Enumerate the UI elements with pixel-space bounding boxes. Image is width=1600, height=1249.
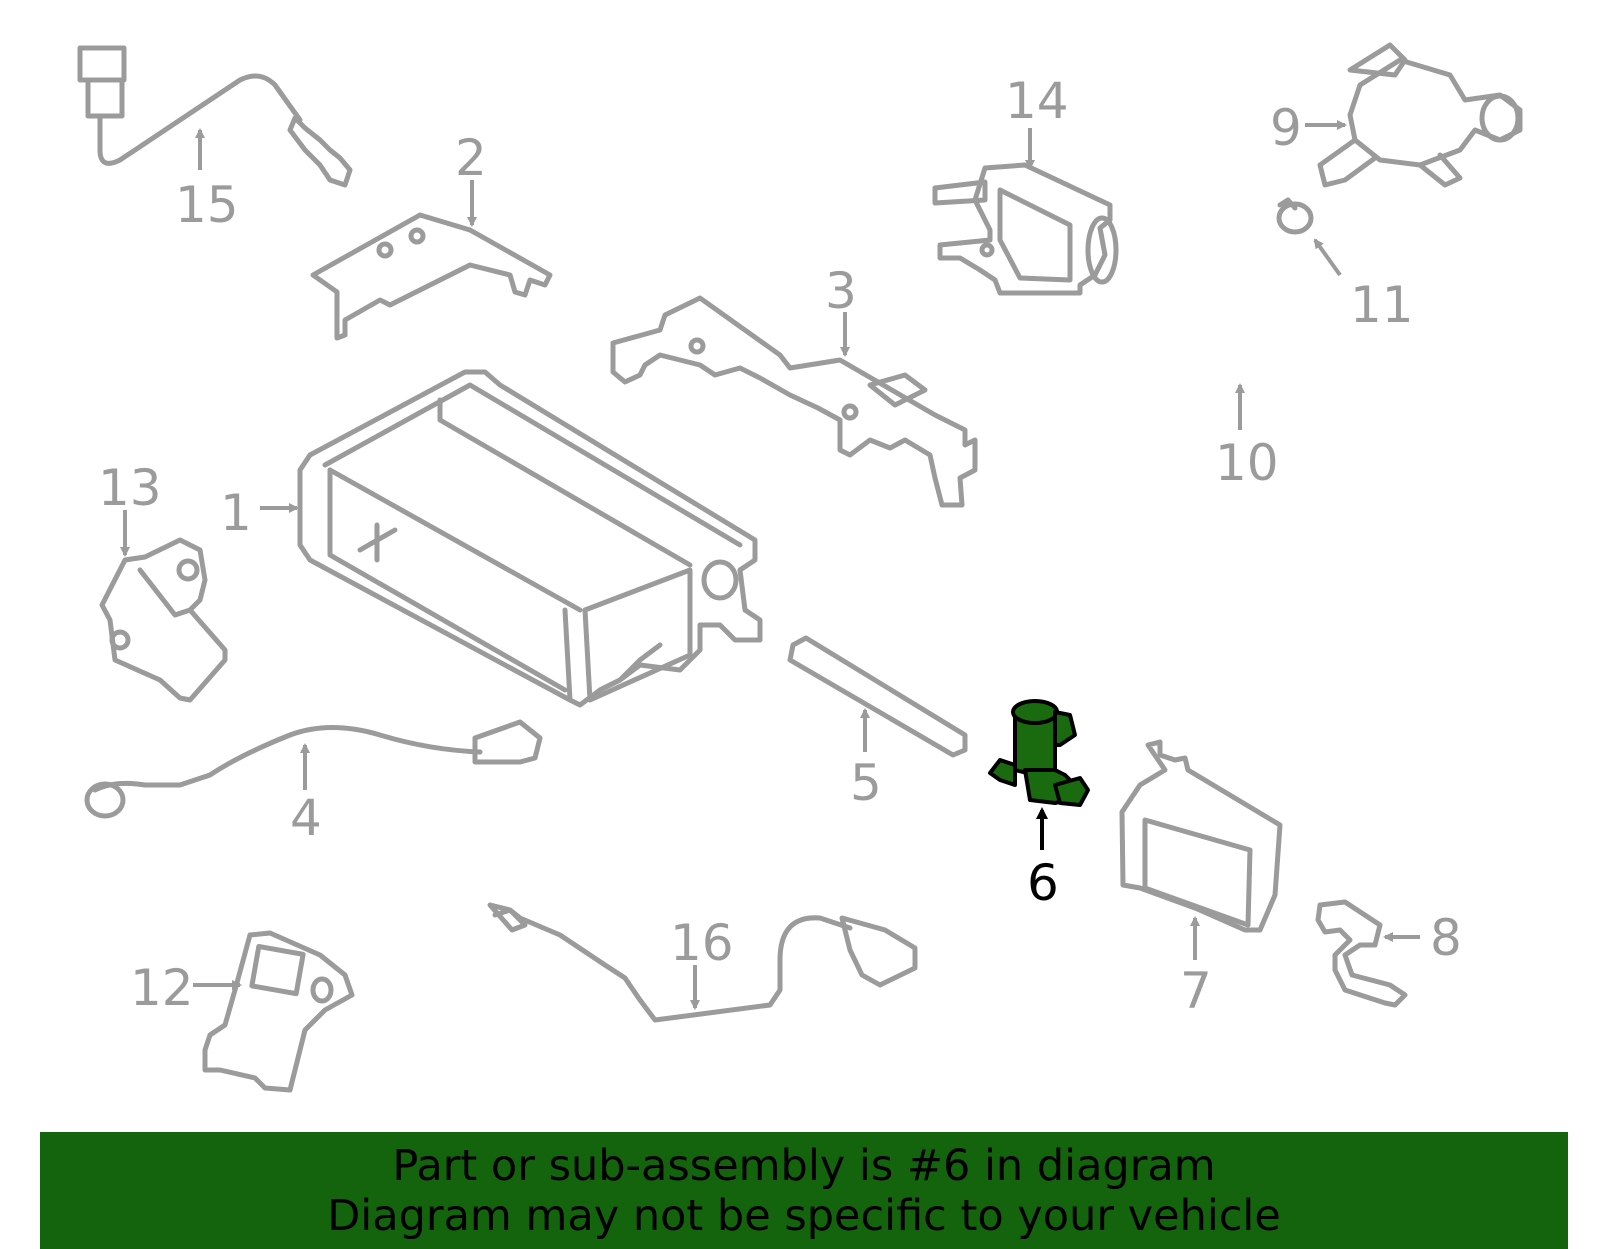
- part-11-clamp[interactable]: [1276, 197, 1314, 235]
- banner-line-1: Part or sub-assembly is #6 in diagram: [392, 1140, 1216, 1191]
- callout-14: 14: [1005, 72, 1069, 130]
- callout-8: 8: [1430, 909, 1462, 967]
- part-5-pipe[interactable]: [787, 635, 968, 758]
- part-2-bracket[interactable]: [310, 212, 553, 341]
- part-9-purge-valve[interactable]: [1317, 42, 1523, 188]
- part-1-canister[interactable]: [297, 369, 763, 708]
- callout-15: 15: [175, 176, 239, 234]
- part-3-bracket[interactable]: [610, 295, 978, 508]
- callout-10: 10: [1215, 434, 1279, 492]
- arrow-11: [1313, 238, 1342, 277]
- banner-line-2: Diagram may not be specific to your vehi…: [327, 1190, 1281, 1241]
- callout-12: 12: [130, 959, 194, 1017]
- callout-9: 9: [1270, 99, 1302, 157]
- part-16-oxygen-sensor[interactable]: [487, 902, 918, 1023]
- part-6-solenoid-valve[interactable]: [988, 699, 1090, 807]
- part-7-cover[interactable]: [1119, 739, 1283, 933]
- callout-11: 11: [1350, 276, 1414, 334]
- part-12-sensor-bracket[interactable]: [202, 930, 355, 1093]
- callout-13: 13: [98, 459, 162, 517]
- part-8-hose[interactable]: [1315, 899, 1408, 1008]
- info-banner: Part or sub-assembly is #6 in diagram Di…: [40, 1132, 1568, 1249]
- callout-5: 5: [850, 754, 882, 812]
- part-10-hose[interactable]: [1174, 244, 1341, 491]
- part-4-sensor-cable[interactable]: [84, 719, 543, 819]
- part-15-oxygen-sensor[interactable]: [77, 45, 353, 188]
- part-14-valve-assembly[interactable]: [932, 162, 1119, 296]
- callout-7: 7: [1180, 962, 1212, 1020]
- callout-2: 2: [455, 129, 487, 187]
- callout-3: 3: [825, 262, 857, 320]
- callout-6: 6: [1027, 854, 1059, 912]
- callout-16: 16: [670, 914, 734, 972]
- part-13-sensor-bracket[interactable]: [99, 537, 228, 703]
- callout-4: 4: [290, 789, 322, 847]
- callout-1: 1: [220, 484, 252, 542]
